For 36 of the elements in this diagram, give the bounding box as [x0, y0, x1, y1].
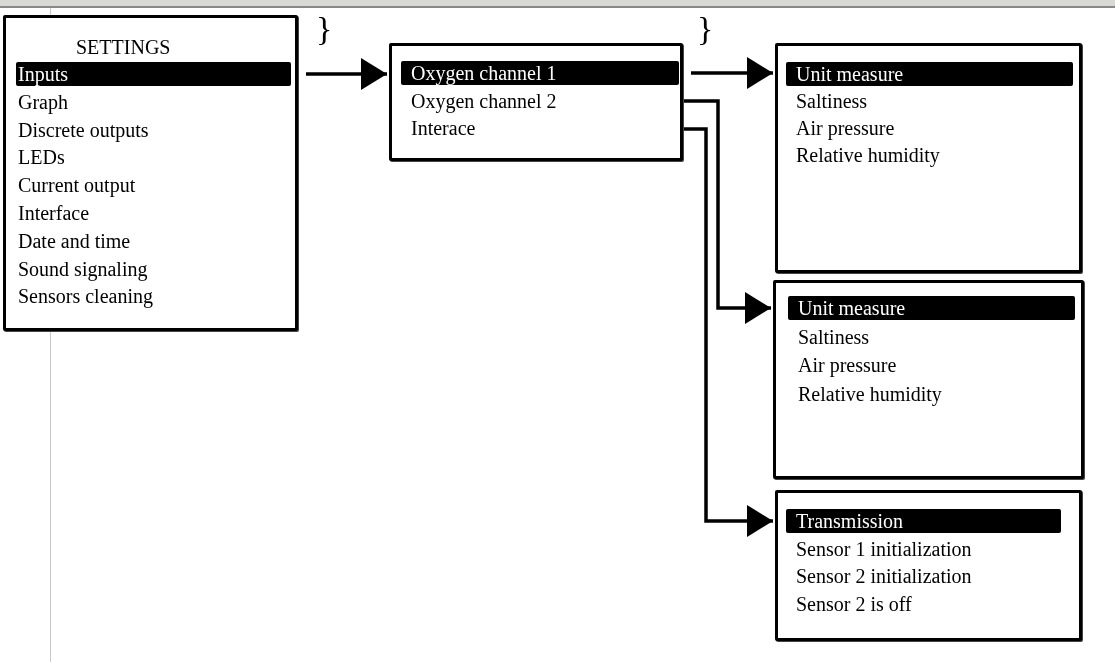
- menu-screen: [775, 490, 1082, 641]
- arrow: [683, 99, 771, 324]
- menu-screen: [389, 43, 683, 161]
- menu-title: SETTINGS: [76, 36, 171, 59]
- menu-item: Sensor 1 initialization: [786, 536, 1061, 561]
- brace: }: [316, 12, 333, 46]
- menu-item: Discrete outputs: [16, 117, 291, 142]
- menu-item: Sound signaling: [16, 256, 291, 281]
- menu-item: Interace: [401, 116, 679, 140]
- menu-item: Oxygen channel 2: [401, 88, 679, 113]
- selected-menu-item: Transmission: [786, 509, 1061, 533]
- menu-item: Sensor 2 is off: [786, 591, 1061, 616]
- menu-item: Graph: [16, 89, 291, 114]
- menu-item: Interface: [16, 201, 291, 225]
- menu-item: Current output: [16, 173, 291, 198]
- arrow: [683, 127, 773, 537]
- menu-item: Saltiness: [788, 324, 1075, 349]
- selected-menu-item: Oxygen channel 1: [401, 61, 679, 85]
- arrow: [691, 57, 773, 89]
- menu-item: Date and time: [16, 228, 291, 253]
- brace: }: [697, 12, 714, 46]
- menu-item: Saltiness: [786, 89, 1073, 113]
- arrow: [306, 58, 387, 90]
- menu-screen: [3, 15, 298, 331]
- menu-item: Relative humidity: [786, 143, 1073, 167]
- menu-item: LEDs: [16, 145, 291, 170]
- selected-menu-item: Unit measure: [788, 296, 1075, 320]
- menu-screen: [775, 43, 1082, 273]
- menu-item: Relative humidity: [788, 381, 1075, 406]
- menu-item: Air pressure: [786, 116, 1073, 140]
- selected-menu-item: Inputs: [16, 62, 291, 86]
- menu-item: Sensors cleaning: [16, 284, 291, 309]
- selected-menu-item: Unit measure: [786, 62, 1073, 86]
- menu-item: Air pressure: [788, 353, 1075, 377]
- menu-screen: [773, 280, 1084, 479]
- menu-item: Sensor 2 initialization: [786, 564, 1061, 588]
